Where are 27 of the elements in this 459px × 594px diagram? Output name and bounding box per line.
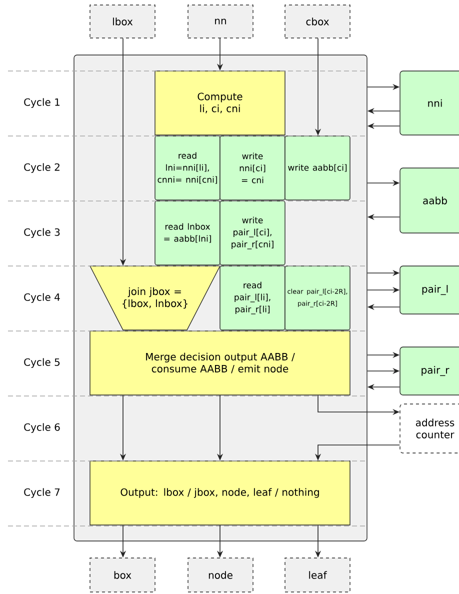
cycle-label: Cycle 2	[24, 163, 60, 173]
cycle-label: Cycle 4	[24, 293, 60, 303]
memory-box: pair_l	[400, 266, 459, 314]
memory-op-box: write aabb[ci]	[284, 136, 350, 200]
cycle-label: Cycle 5	[24, 358, 60, 368]
input-box: cbox	[284, 4, 350, 38]
cycle-label: Cycle 7	[24, 488, 60, 498]
memory-op-box: read pair_l[li], pair_r[li]	[220, 266, 286, 330]
output-port-box: leaf	[284, 558, 350, 592]
counter-box: address counter	[400, 404, 459, 454]
merge-box: Merge decision output AABB / consume AABB / emit node	[90, 330, 350, 396]
memory-box: nni	[400, 70, 459, 136]
cycle-label: Cycle 3	[24, 228, 60, 238]
memory-op-box: write pair_l[ci], pair_r[cni]	[220, 200, 286, 266]
cycle-label: Cycle 6	[24, 423, 60, 433]
memory-op-box: read lnbox = aabb[lni]	[154, 200, 220, 266]
memory-op-box: read lni=nni[li], cnni= nni[cni]	[154, 136, 220, 200]
output-port-box: node	[188, 558, 254, 592]
memory-box: pair_r	[400, 346, 459, 396]
memory-box: aabb	[400, 168, 459, 234]
output-box: Output: lbox / jbox, node, leaf / nothing	[90, 460, 350, 526]
input-box: lbox	[90, 4, 156, 38]
cycle-label: Cycle 1	[24, 98, 60, 108]
input-box: nn	[188, 4, 254, 38]
compute-box: Compute li, ci, cni	[154, 70, 286, 136]
output-port-box: box	[90, 558, 156, 592]
memory-op-box: write nni[ci] = cni	[220, 136, 286, 200]
